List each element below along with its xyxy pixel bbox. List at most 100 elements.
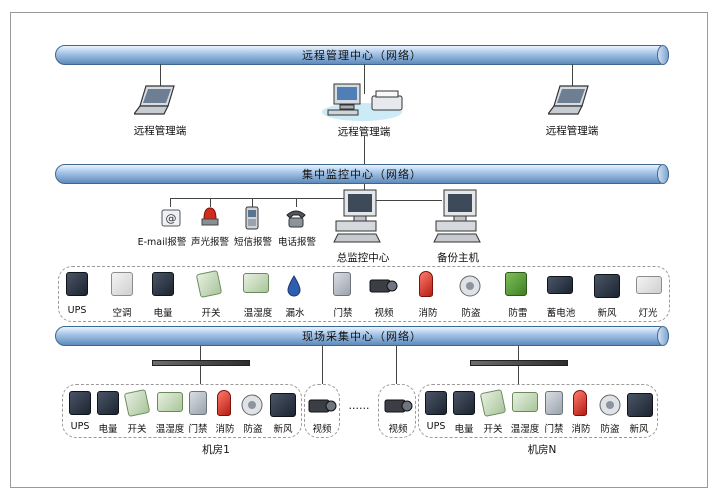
ups-icon (69, 391, 91, 415)
device-label-water-leak: 漏水 (285, 308, 305, 319)
backup-host-computer-icon (433, 189, 481, 243)
room1-label-fire: 消防 (215, 424, 235, 435)
video-camera-icon (384, 399, 413, 413)
fresh-air-fan-icon (270, 393, 296, 417)
remote-terminal-label: 远程管理端 (545, 125, 599, 137)
ellipsis: …… (348, 400, 370, 412)
fire-extinguisher-icon (573, 390, 587, 416)
email-alarm-icon: @ (161, 209, 181, 227)
fresh-air-fan-icon (627, 393, 653, 417)
telephone-icon (286, 210, 306, 228)
roomN-label-access: 门禁 (544, 424, 564, 435)
backup-host-label: 备份主机 (437, 252, 479, 264)
laptop-icon (548, 85, 589, 115)
alarm-label-sms: 短信报警 (233, 237, 272, 248)
room1-label-access: 门禁 (188, 424, 208, 435)
air-conditioner-icon (111, 272, 133, 296)
central-monitoring-bus: 集中监控中心（网络） (55, 164, 669, 184)
access-control-icon (545, 391, 563, 415)
field-bus-label: 现场采集中心（网络） (302, 330, 422, 343)
roomN-label-fresh-air: 新风 (629, 424, 649, 435)
switch-module-icon (123, 388, 151, 418)
power-meter-icon (453, 391, 475, 415)
ups-icon (66, 272, 88, 296)
device-label-switch: 开关 (201, 308, 221, 319)
room1-label-temp-humidity: 温湿度 (155, 424, 185, 435)
switch-module-icon (479, 388, 507, 418)
siren-alarm-icon (201, 207, 219, 226)
device-label-access: 门禁 (333, 308, 353, 319)
roomN-label-fire: 消防 (571, 424, 591, 435)
roomN-video-group (378, 384, 416, 438)
battery-icon (547, 276, 573, 294)
device-label-power: 电量 (153, 308, 173, 319)
anti-theft-sensor-icon (599, 394, 621, 416)
power-meter-icon (152, 272, 174, 296)
ups-icon (425, 391, 447, 415)
switch-module-icon (195, 269, 223, 299)
alarm-label-phone: 电话报警 (277, 237, 316, 248)
main-monitor-label: 总监控中心 (336, 252, 390, 264)
water-leak-icon (287, 275, 301, 297)
remote-management-bus: 远程管理中心（网络） (55, 45, 669, 65)
room1-video-group (304, 384, 340, 438)
fire-extinguisher-icon (419, 271, 433, 297)
video-camera-icon (369, 279, 398, 293)
alarm-label-siren: 声光报警 (190, 237, 229, 248)
laptop-icon (134, 85, 175, 115)
fresh-air-fan-icon (594, 274, 620, 298)
room1-label-ups: UPS (70, 421, 90, 432)
roomN-label-ups: UPS (426, 421, 446, 432)
main-monitor-computer-icon (333, 189, 381, 243)
temp-humidity-sensor-icon (157, 392, 183, 412)
room1-label-switch: 开关 (127, 424, 147, 435)
device-label-fire: 消防 (418, 308, 438, 319)
room1-label-power: 电量 (98, 424, 118, 435)
alarm-label-email: E-mail报警 (137, 237, 187, 248)
lightning-protection-icon (505, 272, 527, 296)
field-collection-bus: 现场采集中心（网络） (55, 326, 669, 346)
power-meter-icon (97, 391, 119, 415)
room1-label-theft: 防盗 (243, 424, 263, 435)
room1-label-video: 视频 (312, 424, 332, 435)
device-label-temp-humidity: 温湿度 (243, 308, 273, 319)
roomN-device-group (418, 384, 658, 438)
mobile-phone-icon (245, 206, 259, 230)
remote-bus-label: 远程管理中心（网络） (302, 49, 422, 62)
room1-name: 机房1 (202, 444, 230, 456)
video-camera-icon (308, 399, 337, 413)
fire-extinguisher-icon (217, 390, 231, 416)
device-label-ups: UPS (67, 305, 87, 316)
roomN-label-temp-humidity: 温湿度 (510, 424, 540, 435)
roomN-label-video: 视频 (388, 424, 408, 435)
lighting-icon (636, 276, 662, 294)
device-group (58, 266, 670, 322)
anti-theft-sensor-icon (459, 275, 481, 297)
device-label-ac: 空调 (112, 308, 132, 319)
network-switch-roomN (470, 360, 568, 366)
access-control-icon (333, 272, 351, 296)
device-label-lightning: 防雷 (508, 308, 528, 319)
device-label-lighting: 灯光 (638, 308, 658, 319)
room1-device-group (62, 384, 302, 438)
remote-terminal-label: 远程管理端 (337, 126, 391, 138)
remote-terminal-label: 远程管理端 (133, 125, 187, 137)
network-switch-room1 (152, 360, 250, 366)
roomN-name: 机房N (527, 444, 557, 456)
device-label-fresh-air: 新风 (597, 308, 617, 319)
device-label-battery: 蓄电池 (546, 308, 576, 319)
roomN-label-theft: 防盗 (600, 424, 620, 435)
temp-humidity-sensor-icon (243, 273, 269, 293)
anti-theft-sensor-icon (241, 394, 263, 416)
workstation-printer-icon (322, 83, 403, 121)
roomN-label-switch: 开关 (483, 424, 503, 435)
access-control-icon (189, 391, 207, 415)
central-bus-label: 集中监控中心（网络） (302, 168, 422, 181)
device-label-video: 视频 (374, 308, 394, 319)
temp-humidity-sensor-icon (512, 392, 538, 412)
roomN-label-power: 电量 (454, 424, 474, 435)
room1-label-fresh-air: 新风 (273, 424, 293, 435)
svg-text:@: @ (166, 212, 177, 225)
device-label-theft: 防盗 (461, 308, 481, 319)
